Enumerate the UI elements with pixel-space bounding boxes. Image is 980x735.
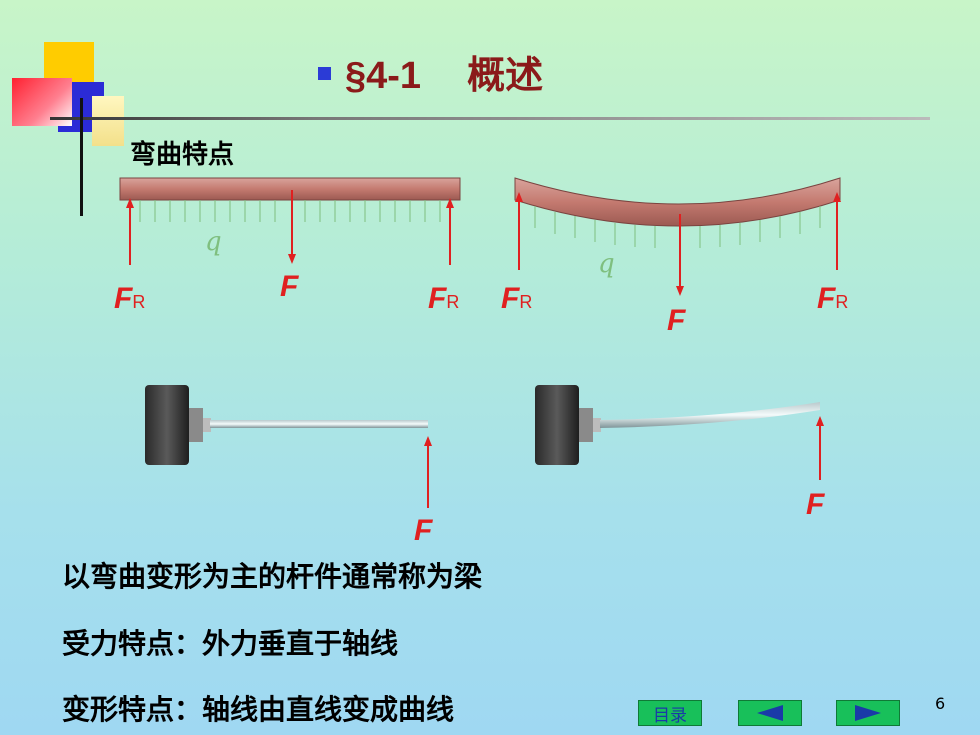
bent-clamp-step-inner [593,418,601,432]
bent-cantilever-force-label: F [806,488,825,521]
bent-force-label-center: F [667,304,686,337]
title-text: 概述 [467,53,544,97]
triangle-right-icon [855,705,881,721]
force-arrow-center [288,190,296,264]
distributed-load-arrows [139,200,441,222]
reaction-arrow-left [126,198,134,265]
bent-rod [600,402,820,428]
load-label-q: q [205,227,222,257]
bent-reaction-arrow-right [833,192,841,270]
previous-button[interactable] [738,700,802,726]
clamp-step [189,408,203,442]
bent-wall-block [535,385,579,465]
bent-distributed-load-arrows [534,206,821,248]
straight-rod [210,420,428,428]
subtitle: 弯曲特点 [130,140,235,170]
triangle-left-icon [757,705,783,721]
page-number: 6 [935,694,946,713]
title-rule [50,117,930,120]
bent-cantilever-figure: F [535,385,825,521]
title-vertical-rule [80,98,83,216]
straight-beam-figure: q FR F FR [114,177,461,315]
bent-load-label-q: q [598,249,615,279]
bent-beam-figure: q FR F FR [501,177,848,337]
beam-body [119,177,461,201]
cantilever-force-label: F [414,514,433,545]
next-button[interactable] [836,700,900,726]
paragraph-deformation-feature: 变形特点：轴线由直线变成曲线 [62,693,455,726]
contents-button-label: 目录 [653,705,687,726]
title-bullet-icon [318,67,331,80]
wall-block [145,385,189,465]
reaction-label-left: FR [114,282,145,315]
force-label-center: F [280,270,299,303]
paragraph-definition: 以弯曲变形为主的杆件通常称为梁 [62,560,483,593]
reaction-arrow-right [446,198,454,265]
reaction-label-right: FR [428,282,459,315]
clamp-step-inner [203,418,211,432]
paragraph-force-feature: 受力特点：外力垂直于轴线 [62,627,399,660]
bent-cantilever-force-arrow [816,416,824,480]
bent-reaction-arrow-left [515,192,523,270]
contents-button[interactable]: 目录 [638,700,702,726]
bent-reaction-label-left: FR [501,282,532,315]
slide-title: §4-1 概述 [318,44,543,99]
decor-cream-square [92,96,124,146]
title-section-number: §4-1 [345,55,422,97]
straight-cantilever-figure: F [145,385,433,545]
cantilever-force-arrow [424,436,432,508]
bent-beam-body [514,177,841,227]
bent-reaction-label-right: FR [817,282,848,315]
bent-force-arrow-center [676,214,684,296]
bent-clamp-step [579,408,593,442]
